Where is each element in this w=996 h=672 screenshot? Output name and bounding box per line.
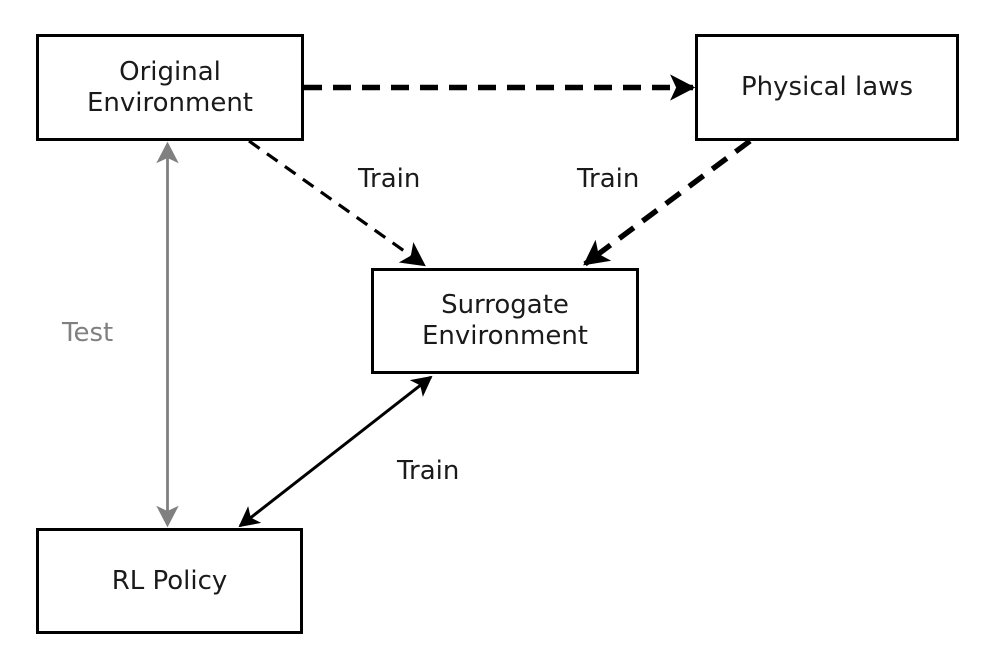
node-original-environment-label: Original Environment [86,56,254,118]
edge-label-train-surrogate-to-rlpolicy: Train [397,456,460,486]
node-rl-policy[interactable]: RL Policy [36,528,303,634]
node-rl-policy-label: RL Policy [111,565,228,596]
node-physical-laws[interactable]: Physical laws [695,34,959,141]
node-original-environment[interactable]: Original Environment [36,34,304,141]
node-surrogate-environment-label: Surrogate Environment [421,290,589,351]
edge-physical-to-surrogate [583,138,752,267]
edge-label-train-physical-to-surrogate: Train [577,164,640,194]
edge-surrogate-to-rlpolicy [238,375,433,528]
edge-label-train-original-to-surrogate: Train [358,164,421,194]
node-physical-laws-label: Physical laws [741,72,913,103]
edge-original-to-surrogate [248,139,426,267]
edge-label-test-original-to-rlpolicy: Test [62,318,114,348]
node-surrogate-environment[interactable]: Surrogate Environment [371,268,639,374]
